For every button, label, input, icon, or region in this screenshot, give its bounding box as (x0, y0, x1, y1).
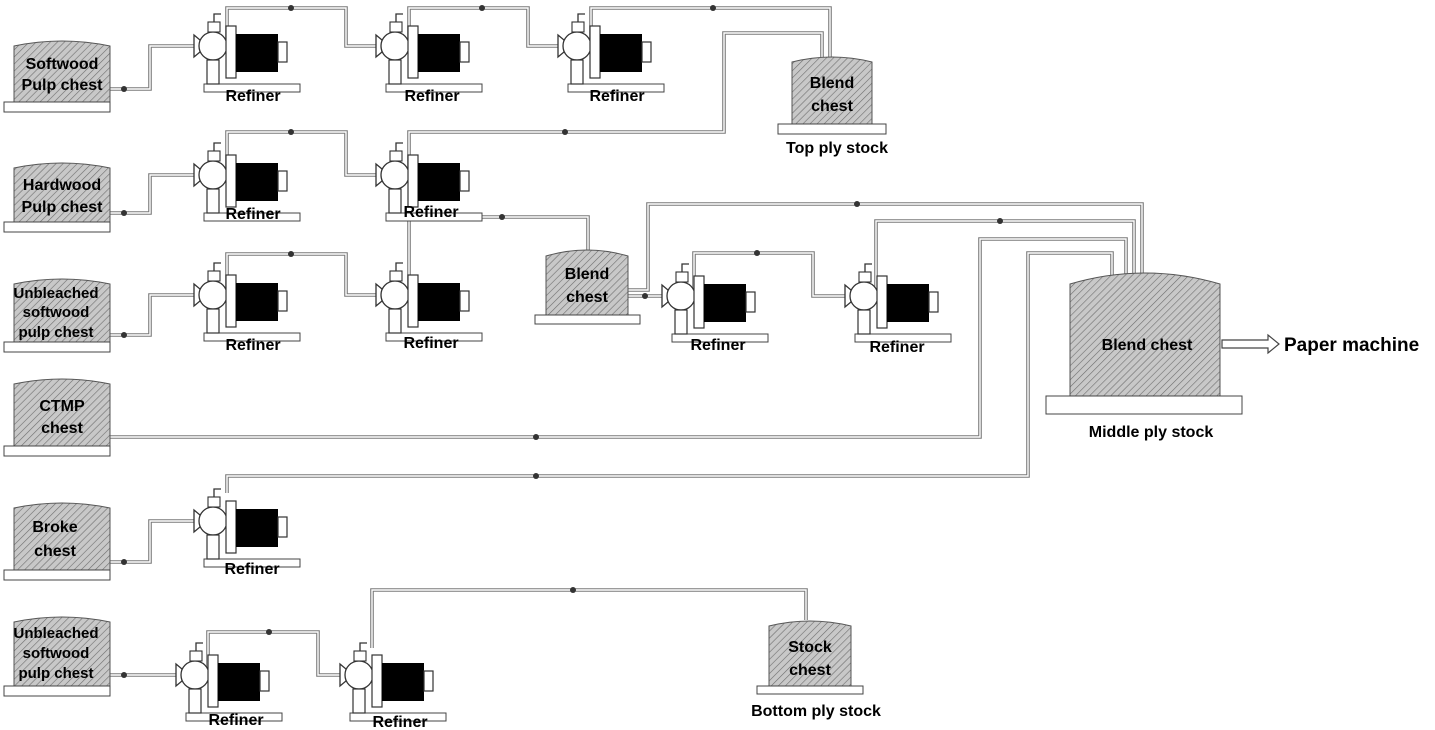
flow-arrow-icon (121, 559, 127, 565)
refiner-unit: Refiner (193, 142, 301, 223)
refiner-label: Refiner (372, 714, 427, 730)
refiner-unit: Refiner (193, 13, 301, 105)
ctmp-chest: CTMP chest (3, 378, 111, 457)
refiner-label: Refiner (225, 206, 280, 223)
chest-label-line: Stock (788, 639, 832, 656)
flow-arrow-icon (288, 129, 294, 135)
flow-markers (121, 5, 1003, 678)
chest-label-line: Unbleached (13, 285, 98, 302)
refiner-unit: Refiner (661, 263, 769, 354)
chest-label-line: chest (566, 289, 608, 306)
chest-label-line: chest (41, 420, 83, 437)
chest-label-line: CTMP (39, 398, 85, 415)
chest-label-line: chest (789, 662, 831, 679)
unbleached-softwood-chest-middle: Unbleached softwood pulp chest (3, 278, 111, 353)
flow-arrow-icon (121, 332, 127, 338)
flow-arrow-icon (533, 473, 539, 479)
bottom-ply-stock-chest: Stock chest Bottom ply stock (751, 620, 881, 720)
chest-label-line: Pulp chest (22, 77, 104, 94)
unbleached-softwood-chest-bottom: Unbleached softwood pulp chest (3, 616, 111, 697)
refiner-label: Refiner (224, 561, 279, 578)
refiner-label: Refiner (404, 88, 459, 105)
refiner-unit: Refiner (557, 13, 665, 105)
chest-label-line: chest (34, 543, 76, 560)
top-ply-blend-chest: Blend chest Top ply stock (777, 56, 888, 157)
pipe (110, 173, 194, 215)
chest-label-line: Softwood (26, 56, 99, 73)
flow-arrow-icon (266, 629, 272, 635)
flow-arrow-icon (288, 5, 294, 11)
chest-label-line: softwood (23, 645, 90, 662)
chest-label-line: chest (811, 98, 853, 115)
flow-arrow-icon (288, 251, 294, 257)
pipe (110, 44, 194, 91)
refiner-label: Refiner (208, 712, 263, 729)
top-ply-stock-label: Top ply stock (786, 140, 888, 157)
flow-arrow-icon (121, 210, 127, 216)
chest-label-line: pulp chest (18, 665, 93, 682)
refiner-unit: Refiner (339, 642, 447, 730)
refiner-unit: Refiner (375, 13, 483, 105)
middle-ply-blend-chest-small: Blend chest (534, 249, 641, 325)
refiner-label: Refiner (869, 339, 924, 356)
flow-arrow-icon (562, 129, 568, 135)
refiner-label: Refiner (403, 204, 458, 221)
refiner-label: Refiner (225, 337, 280, 354)
refiner-unit: Refiner (193, 488, 301, 578)
pipe-inner-lines (110, 7, 1143, 676)
flow-arrow-icon (642, 293, 648, 299)
refiner-unit: Refiner (375, 142, 483, 222)
refiner-label: Refiner (225, 88, 280, 105)
flow-arrow-icon (997, 218, 1003, 224)
refiner-unit: Refiner (375, 262, 483, 352)
chest-label-line: Broke (32, 519, 77, 536)
chest-label-line: Blend (565, 266, 609, 283)
paper-machine-label: Paper machine (1284, 335, 1419, 356)
middle-ply-main-blend-chest: Blend chest Middle ply stock Paper machi… (1045, 272, 1419, 441)
flow-arrow-icon (754, 250, 760, 256)
refiner-unit: Refiner (193, 262, 301, 354)
flow-arrow-icon (570, 587, 576, 593)
chest-label-line: Pulp chest (22, 199, 104, 216)
flow-arrow-icon (499, 214, 505, 220)
pipe (110, 293, 194, 337)
flow-arrow-icon (533, 434, 539, 440)
chest-label-line: Hardwood (23, 177, 101, 194)
flow-arrow-icon (710, 5, 716, 11)
refiner-unit: Refiner (844, 263, 952, 356)
refiner-label: Refiner (690, 337, 745, 354)
chest-label-line: softwood (23, 304, 90, 321)
refiner-label: Refiner (589, 88, 644, 105)
chest-label-line: Unbleached (13, 625, 98, 642)
refiner-unit: Refiner (175, 642, 283, 729)
flow-arrow-icon (121, 672, 127, 678)
pipe (110, 519, 194, 564)
flow-arrow-icon (854, 201, 860, 207)
chest-label-line: Blend (810, 75, 854, 92)
refiner-label: Refiner (403, 335, 458, 352)
output-arrow-icon (1221, 333, 1280, 355)
pipe (370, 588, 808, 648)
flow-arrow-icon (479, 5, 485, 11)
flow-arrow-icon (121, 86, 127, 92)
chest-label-line: Blend chest (1102, 337, 1193, 354)
softwood-pulp-chest: Softwood Pulp chest (3, 40, 111, 113)
chest-label-line: pulp chest (18, 324, 93, 341)
bottom-ply-stock-label: Bottom ply stock (751, 703, 881, 720)
hardwood-pulp-chest: Hardwood Pulp chest (3, 162, 111, 233)
middle-ply-stock-label: Middle ply stock (1089, 424, 1214, 441)
broke-chest: Broke chest (3, 502, 111, 581)
